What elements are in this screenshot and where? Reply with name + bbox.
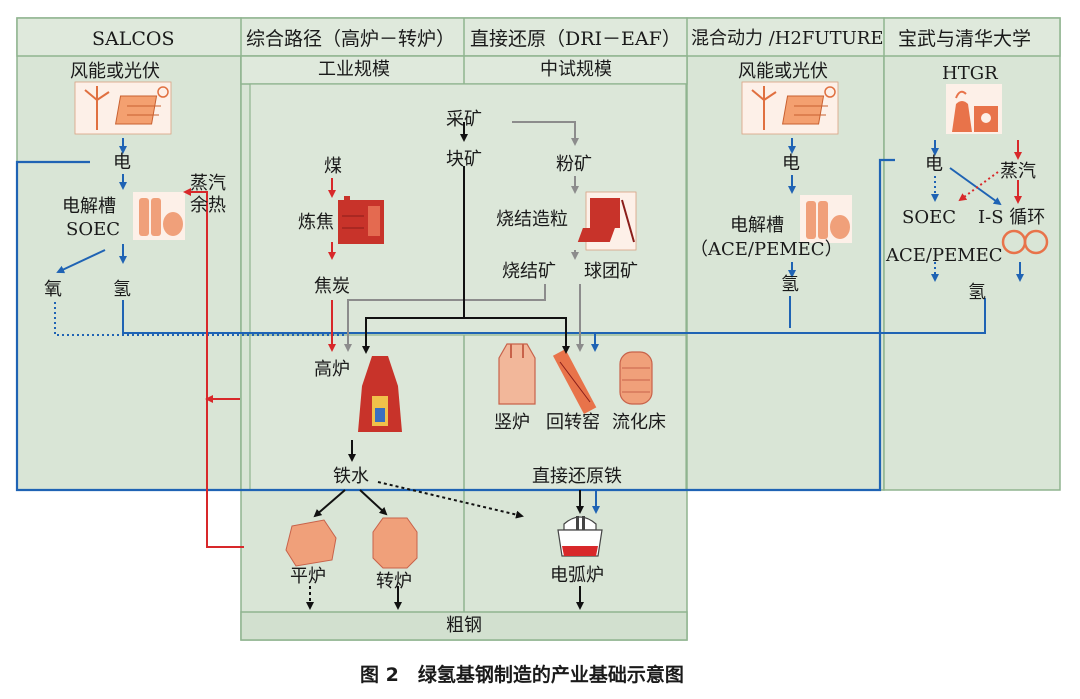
column-header-dri-eaf: 直接还原（DRI－EAF） [470, 28, 681, 50]
column-panels [16, 17, 1061, 641]
sinter-label: 烧结矿 [502, 261, 556, 282]
lump-ore-label: 块矿 [446, 149, 482, 170]
figure-caption: 图 2 绿氢基钢制造的产业基础示意图 [360, 664, 684, 686]
electrolyzer-icon [133, 192, 185, 240]
open-hearth-icon [285, 519, 337, 567]
salcos-source: 风能或光伏 [70, 61, 160, 82]
column-header-baowu: 宝武与清华大学 [898, 28, 1032, 50]
converter-icon [372, 517, 418, 569]
column-header-bf-bof: 综合路径（高炉－转炉） [246, 28, 456, 50]
shaft-furnace-icon [498, 343, 536, 405]
baowu-steam: 蒸汽 [1000, 161, 1036, 182]
scale-pilot: 中试规模 [540, 59, 612, 80]
baowu-ace-pemec: ACE/PEMEC [886, 245, 1003, 266]
crude-steel-strip [240, 611, 688, 641]
blast-furnace-label: 高炉 [314, 359, 350, 380]
salcos-electrolyzer-type: SOEC [66, 219, 120, 240]
salcos-electrolyzer: 电解槽 [62, 196, 116, 217]
is-cycle-icon [1001, 229, 1049, 255]
coke-label: 焦炭 [314, 276, 350, 297]
pellet-label: 球团矿 [584, 261, 638, 282]
rotary-kiln-label: 回转窑 [546, 412, 600, 433]
fines-label: 粉矿 [556, 154, 592, 175]
baowu-soec: SOEC [902, 207, 956, 228]
sintering-label: 烧结造粒 [496, 209, 568, 230]
coking-label: 炼焦 [298, 212, 334, 233]
sintering-icon [577, 191, 637, 251]
hot-metal-label: 铁水 [333, 466, 369, 487]
column-header-salcos: SALCOS [92, 28, 175, 50]
crude-steel-label: 粗钢 [446, 615, 482, 636]
h2future-electricity: 电 [782, 153, 800, 174]
wind-solar-icon [74, 81, 172, 135]
electrolyzer-icon-2 [800, 195, 852, 243]
salcos-steam: 蒸汽 [190, 173, 226, 194]
fluidized-bed-label: 流化床 [612, 412, 666, 433]
coke-oven-icon [338, 196, 384, 244]
converter-label: 转炉 [376, 571, 412, 592]
salcos-electricity: 电 [113, 152, 131, 173]
salcos-oxygen: 氧 [44, 279, 62, 300]
baowu-source: HTGR [942, 63, 998, 84]
baowu-electricity: 电 [925, 154, 943, 175]
h2future-source: 风能或光伏 [738, 61, 828, 82]
coal-label: 煤 [324, 156, 342, 177]
blast-furnace-icon [358, 356, 402, 432]
nuclear-plant-icon [946, 84, 1002, 134]
salcos-waste-heat: 余热 [190, 195, 226, 216]
column-header-h2future: 混合动力 /H2FUTURE [691, 28, 884, 49]
eaf-icon [557, 516, 603, 557]
scale-industrial: 工业规模 [318, 59, 390, 80]
open-hearth-label: 平炉 [290, 566, 326, 587]
wind-solar-icon-2 [741, 81, 839, 135]
h2future-electrolyzer: 电解槽 [730, 215, 784, 236]
h2future-hydrogen: 氢 [781, 274, 799, 295]
fluidized-bed-icon [619, 351, 653, 405]
inner-panel [249, 83, 687, 491]
shaft-furnace-label: 竖炉 [494, 412, 530, 433]
dri-label: 直接还原铁 [532, 466, 622, 487]
eaf-label: 电弧炉 [550, 565, 604, 586]
mining-label: 采矿 [446, 109, 482, 130]
arrows [15, 121, 1024, 610]
baowu-hydrogen: 氢 [968, 282, 986, 303]
baowu-is-cycle: I-S 循环 [978, 207, 1046, 228]
rotary-kiln-icon [552, 349, 597, 415]
salcos-hydrogen: 氢 [113, 279, 131, 300]
h2future-electrolyzer-type: （ACE/PEMEC） [690, 239, 843, 260]
